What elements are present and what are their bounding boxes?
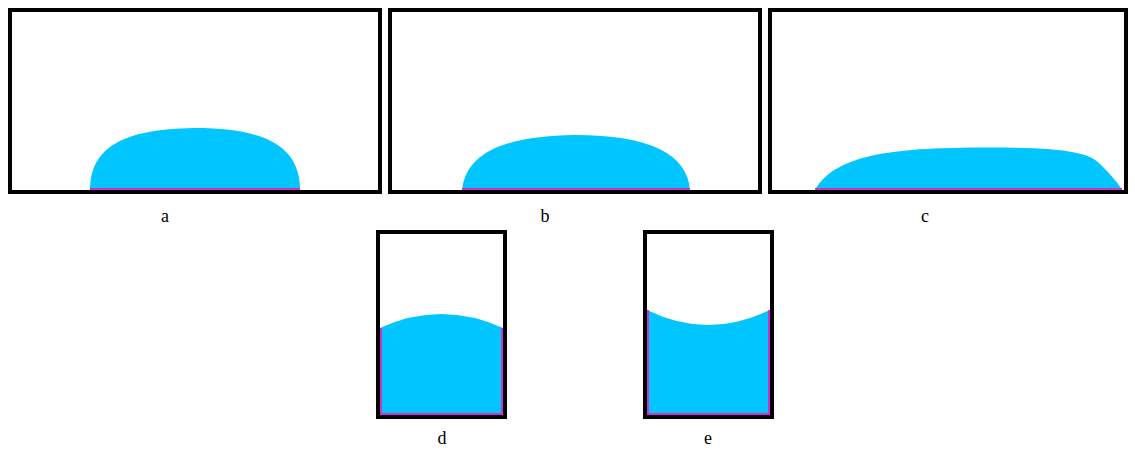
surface-line <box>90 188 300 190</box>
liquid-d <box>380 314 503 415</box>
surface-line <box>815 188 1122 190</box>
droplet-b <box>462 135 690 190</box>
panel-label: e <box>704 428 712 449</box>
droplet-c <box>815 148 1122 190</box>
panel-frame <box>390 10 760 192</box>
panel-frame <box>378 232 505 417</box>
droplet-a <box>90 128 300 190</box>
panel-label: c <box>921 206 929 227</box>
panel-frame <box>770 10 1126 192</box>
liquid-e <box>647 310 770 415</box>
surface-line <box>462 188 690 190</box>
surface-line <box>648 310 769 414</box>
panel-label: d <box>438 428 447 449</box>
panel-frame <box>10 10 380 192</box>
surface-line <box>381 328 502 414</box>
panel-frame <box>645 232 772 417</box>
panel-label: a <box>161 206 169 227</box>
panel-label: b <box>541 206 550 227</box>
